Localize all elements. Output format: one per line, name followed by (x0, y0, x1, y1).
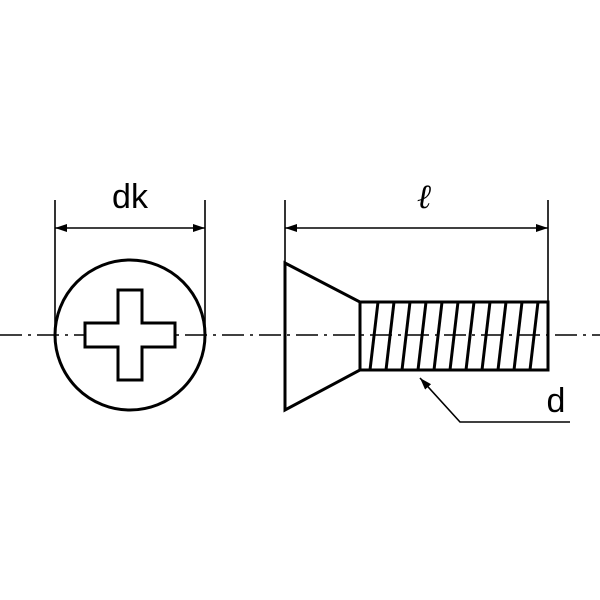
d-leader-line (419, 377, 570, 423)
length-label: ℓ (417, 177, 431, 217)
thread-hatching (368, 301, 540, 371)
screw-side-view (283, 260, 550, 413)
length-dimension: ℓ (284, 177, 549, 302)
threaded-shank (358, 300, 550, 372)
phillips-cross-recess (83, 288, 177, 382)
dk-label: dk (112, 178, 149, 216)
d-leader: d (419, 377, 570, 423)
dk-dimension: dk (54, 178, 206, 335)
d-label: d (547, 382, 566, 420)
countersunk-head-profile (283, 260, 362, 413)
